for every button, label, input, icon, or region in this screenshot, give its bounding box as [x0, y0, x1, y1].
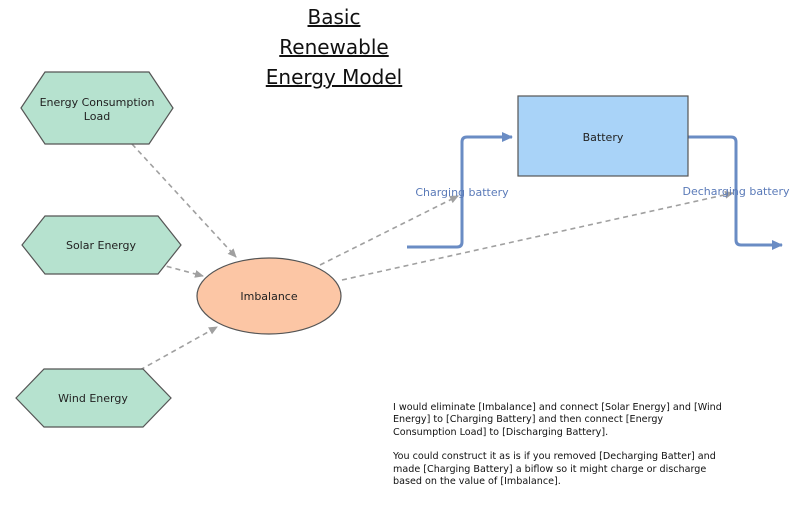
decharging-battery-flow[interactable]	[688, 135, 783, 250]
flows	[407, 132, 783, 250]
imbalance-label: Imbalance	[240, 290, 297, 303]
solar-energy-node[interactable]: Solar Energy	[21, 215, 182, 275]
wind-energy-label: Wind Energy	[58, 392, 128, 405]
charging-battery-flow[interactable]	[407, 132, 513, 249]
energy-consumption-hexagon[interactable]	[20, 71, 174, 145]
solar-energy-label: Solar Energy	[66, 239, 137, 252]
link-imbalance-to-charging[interactable]	[319, 195, 459, 266]
note-paragraph-2: You could construct it as is if you remo…	[393, 451, 716, 488]
link-consumption-to-imbalance[interactable]	[131, 143, 237, 258]
title-line-2: Renewable	[279, 35, 388, 59]
decharging-battery-label[interactable]: Decharging battery	[683, 185, 790, 198]
link-imbalance-to-decharging[interactable]	[341, 190, 734, 281]
link-arrows	[131, 143, 734, 371]
charging-battery-label[interactable]: Charging battery	[415, 186, 509, 199]
wind-energy-node[interactable]: Wind Energy	[15, 368, 172, 428]
energy-consumption-load-node[interactable]: Energy Consumption Load	[20, 71, 174, 145]
imbalance-node[interactable]: Imbalance	[196, 257, 342, 335]
link-solar-to-imbalance[interactable]	[157, 263, 204, 278]
energy-consumption-label-line-1: Energy Consumption	[40, 96, 155, 109]
link-wind-to-imbalance[interactable]	[139, 326, 218, 371]
battery-stock[interactable]: Battery	[517, 95, 689, 177]
comment-note: I would eliminate [Imbalance] and connec…	[393, 402, 723, 500]
diagram-title: Basic Renewable Energy Model	[266, 5, 402, 89]
wind-energy-hexagon[interactable]	[15, 368, 172, 428]
battery-label: Battery	[583, 131, 624, 144]
imbalance-ellipse[interactable]	[196, 257, 342, 335]
title-line-3: Energy Model	[266, 65, 402, 89]
solar-energy-hexagon[interactable]	[21, 215, 182, 275]
battery-box[interactable]	[517, 95, 689, 177]
energy-consumption-label-line-2: Load	[84, 110, 110, 123]
note-paragraph-1: I would eliminate [Imbalance] and connec…	[393, 402, 722, 438]
title-line-1: Basic	[308, 5, 361, 29]
